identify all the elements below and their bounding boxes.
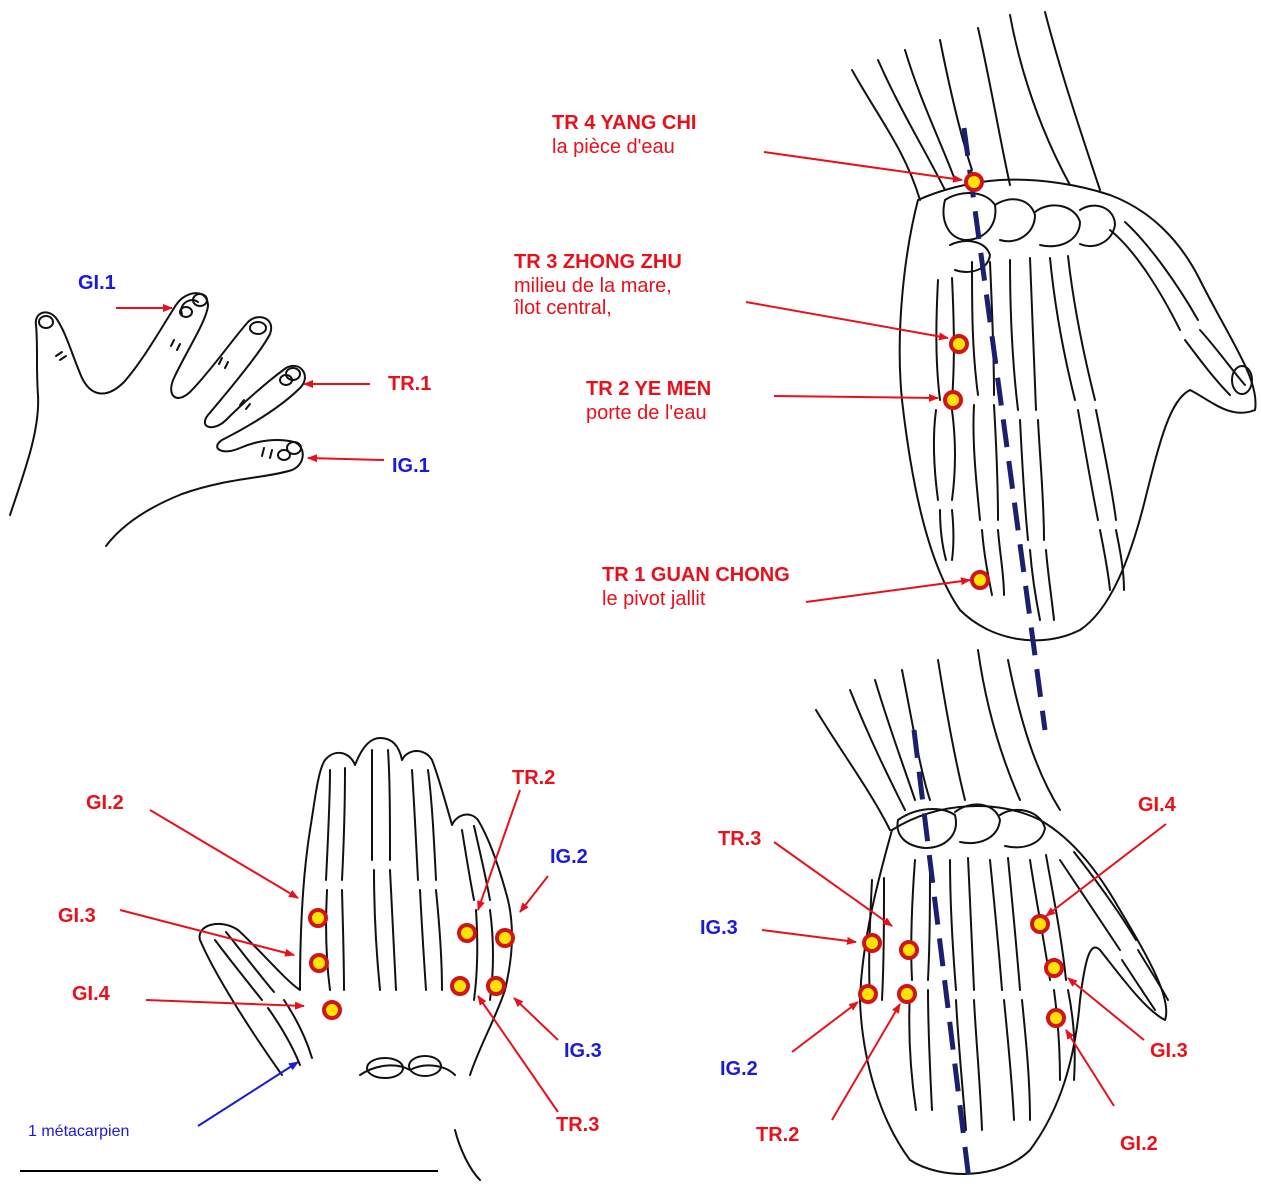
arrow-bl-gi3 [120,910,294,955]
label-bl-tr3: TR.3 [556,1114,599,1137]
fingertip-hand-drawing [10,293,305,546]
label-tr1-title: TR 1 GUAN CHONG [602,564,790,587]
arrow-br-tr2 [832,1004,900,1120]
label-bl-ig2: IG.2 [550,846,588,869]
label-br-gi3: GI.3 [1150,1040,1188,1063]
label-br-gi4: GI.4 [1138,794,1176,817]
label-tr4-desc: la pièce d'eau [552,136,675,159]
label-bl-gi4: GI.4 [72,983,110,1006]
label-tr1-desc: le pivot jallit [602,588,705,611]
point-bl-ig3 [488,978,504,994]
point-br-tr2 [899,986,915,1002]
label-tr4-title: TR 4 YANG CHI [552,112,696,135]
bottom-right-points [860,916,1064,1026]
point-tr3 [951,336,967,352]
bottom-left-hand-skeleton [200,738,512,1180]
footnote-divider [20,1170,438,1172]
point-br-ig3 [864,935,880,951]
label-bl-tr2: TR.2 [512,767,555,790]
label-br-ig2: IG.2 [720,1058,758,1081]
point-tr4 [966,174,982,190]
arrow-bl-ig2 [520,876,548,912]
point-bl-tr2 [459,925,475,941]
point-bl-gi4 [324,1002,340,1018]
bottom-right-hand-skeleton [816,650,1168,1174]
label-tr1: TR.1 [388,373,431,396]
arrow-br-ig2 [792,1002,858,1052]
label-br-ig3: IG.3 [700,917,738,940]
label-tr2-title: TR 2 YE MEN [586,378,711,401]
arrow-tr2 [774,396,938,398]
label-bl-gi2: GI.2 [86,792,124,815]
point-br-ig2 [860,986,876,1002]
meridian-dashed-line-bottom [914,730,970,1188]
label-tr3-desc2: îlot central, [514,297,612,320]
label-br-tr2: TR.2 [756,1124,799,1147]
top-right-arrows [746,152,970,602]
label-tr3-desc1: milieu de la mare, [514,275,672,298]
label-bl-ig3: IG.3 [564,1040,602,1063]
arrow-bl-gi2 [150,810,298,898]
point-tr1 [972,572,988,588]
label-ig1: IG.1 [392,455,430,478]
label-br-tr3: TR.3 [718,828,761,851]
arrow-br-gi2 [1066,1030,1114,1106]
arrow-br-ig3 [762,930,856,942]
top-right-hand-skeleton [852,12,1256,640]
label-bl-gi3: GI.3 [58,905,96,928]
point-bl-ig2 [497,930,513,946]
arrow-tr1-guan-chong [806,580,970,602]
label-metacarpien: 1 métacarpien [28,1123,129,1141]
point-tr2 [945,392,961,408]
point-br-gi2 [1048,1010,1064,1026]
point-bl-tr3 [452,978,468,994]
point-br-gi4 [1032,916,1048,932]
arrow-bl-tr3 [478,996,558,1112]
point-br-tr3 [901,942,917,958]
arrow-bl-ig3 [514,998,558,1040]
label-tr2-desc: porte de l'eau [586,402,707,425]
label-gi1: GI.1 [78,272,116,295]
bottom-right-arrows [762,824,1166,1120]
arrow-bl-gi4 [146,1000,304,1006]
label-tr3-title: TR 3 ZHONG ZHU [514,251,682,274]
arrow-br-tr3 [774,842,892,926]
arrow-tr3 [746,302,948,338]
label-br-gi2: GI.2 [1120,1133,1158,1156]
arrow-ig1 [308,458,384,460]
point-br-gi3 [1046,960,1062,976]
point-bl-gi3 [311,955,327,971]
arrow-bl-metacarpien [198,1062,298,1126]
point-bl-gi2 [310,910,326,926]
meridian-dashed-line-top [964,128,1045,730]
arrow-bl-tr2 [478,790,520,910]
